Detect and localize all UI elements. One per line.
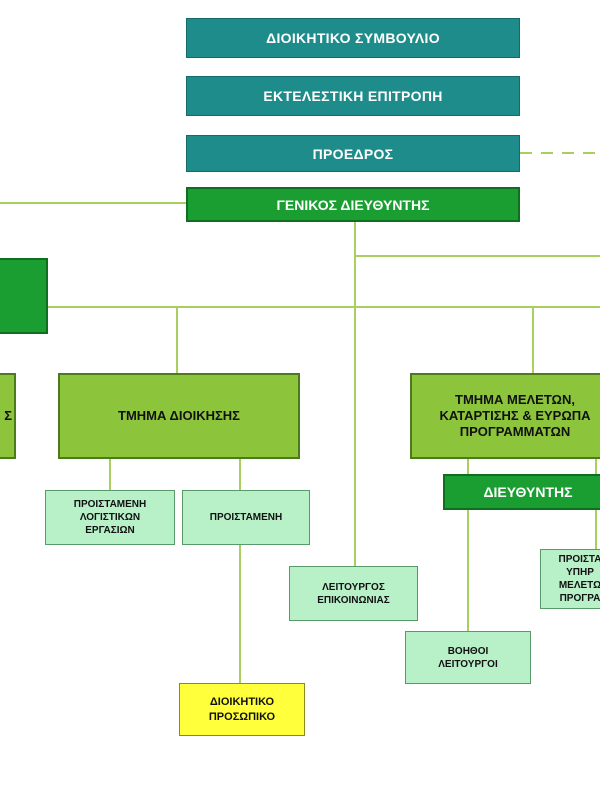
executive-committee-label: ΕΚΤΕΛΕΣΤΙΚΗ ΕΠΙΤΡΟΠΗ bbox=[263, 88, 443, 104]
left-clipped-box: Σ bbox=[0, 373, 16, 459]
left-clipped-label: Σ bbox=[4, 407, 12, 423]
communication-officer-label: ΛΕΙΤΟΥΡΓΟΣ ΕΠΙΚΟΙΝΩΝΙΑΣ bbox=[317, 581, 390, 606]
head-accounting-box: ΠΡΟΙΣΤΑΜΕΝΗ ΛΟΓΙΣΤΙΚΩΝ ΕΡΓΑΣΙΩΝ bbox=[45, 490, 175, 545]
communication-officer-box: ΛΕΙΤΟΥΡΓΟΣ ΕΠΙΚΟΙΝΩΝΙΑΣ bbox=[289, 566, 418, 621]
admin-staff-box: ΔΙΟΙΚΗΤΙΚΟ ΠΡΟΣΩΠΙΚΟ bbox=[179, 683, 305, 736]
general-director-label: ΓΕΝΙΚΟΣ ΔΙΕΥΘΥΝΤΗΣ bbox=[276, 196, 430, 213]
assistant-officers-label: ΒΟΗΘΟΙ ΛΕΙΤΟΥΡΓΟΙ bbox=[438, 645, 498, 670]
left-clipped-dept-box bbox=[0, 258, 48, 334]
studies-head-clipped-box: ΠΡΟΙΣΤΑ ΥΠΗΡ ΜΕΛΕΤΩ ΠΡΟΓΡΑ bbox=[540, 549, 600, 609]
admin-dept-label: ΤΜΗΜΑ ΔΙΟΙΚΗΣΗΣ bbox=[118, 407, 240, 423]
studies-dept-label: ΤΜΗΜΑ ΜΕΛΕΤΩΝ, ΚΑΤΑΡΤΙΣΗΣ & ΕΥΡΩΠΑ ΠΡΟΓΡ… bbox=[439, 391, 591, 440]
studies-dept-box: ΤΜΗΜΑ ΜΕΛΕΤΩΝ, ΚΑΤΑΡΤΙΣΗΣ & ΕΥΡΩΠΑ ΠΡΟΓΡ… bbox=[410, 373, 600, 459]
general-director-box: ΓΕΝΙΚΟΣ ΔΙΕΥΘΥΝΤΗΣ bbox=[186, 187, 520, 222]
president-box: ΠΡΟΕΔΡΟΣ bbox=[186, 135, 520, 172]
head-accounting-label: ΠΡΟΙΣΤΑΜΕΝΗ ΛΟΓΙΣΤΙΚΩΝ ΕΡΓΑΣΙΩΝ bbox=[73, 499, 147, 536]
head-box: ΠΡΟΙΣΤΑΜΕΝΗ bbox=[182, 490, 310, 545]
director-box: ΔΙΕΥΘΥΝΤΗΣ bbox=[443, 474, 600, 510]
director-label: ΔΙΕΥΘΥΝΤΗΣ bbox=[483, 484, 573, 500]
head-label: ΠΡΟΙΣΤΑΜΕΝΗ bbox=[209, 512, 283, 523]
admin-dept-box: ΤΜΗΜΑ ΔΙΟΙΚΗΣΗΣ bbox=[58, 373, 300, 459]
board-box: ΔΙΟΙΚΗΤΙΚΟ ΣΥΜΒΟΥΛΙΟ bbox=[186, 18, 520, 58]
president-label: ΠΡΟΕΔΡΟΣ bbox=[312, 145, 394, 162]
studies-head-clipped-label: ΠΡΟΙΣΤΑ ΥΠΗΡ ΜΕΛΕΤΩ ΠΡΟΓΡΑ bbox=[558, 554, 600, 604]
admin-staff-label: ΔΙΟΙΚΗΤΙΚΟ ΠΡΟΣΩΠΙΚΟ bbox=[208, 696, 276, 723]
executive-committee-box: ΕΚΤΕΛΕΣΤΙΚΗ ΕΠΙΤΡΟΠΗ bbox=[186, 76, 520, 116]
board-label: ΔΙΟΙΚΗΤΙΚΟ ΣΥΜΒΟΥΛΙΟ bbox=[266, 30, 440, 46]
assistant-officers-box: ΒΟΗΘΟΙ ΛΕΙΤΟΥΡΓΟΙ bbox=[405, 631, 531, 684]
